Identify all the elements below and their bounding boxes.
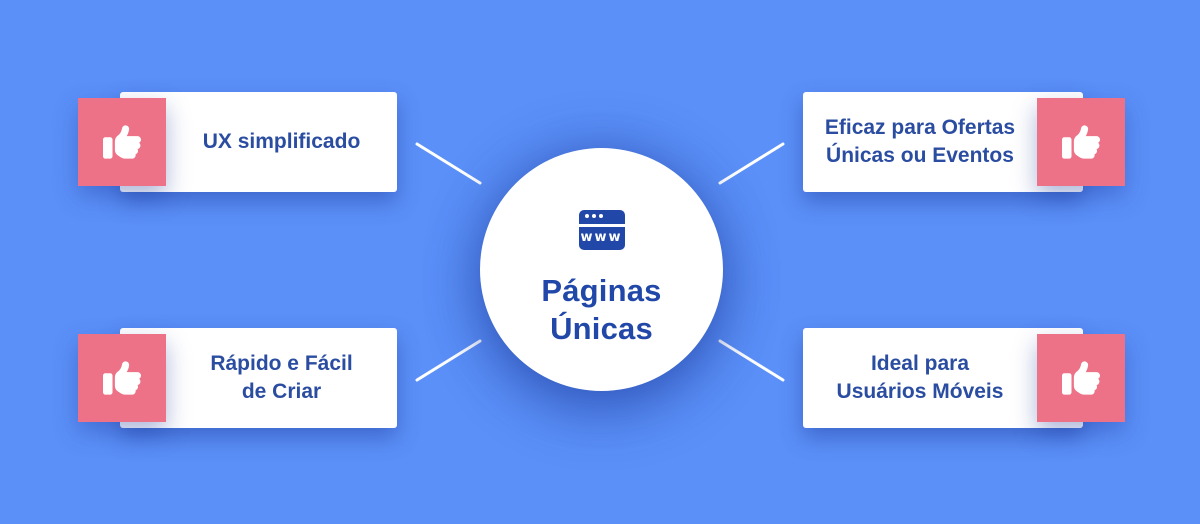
feature-card-top-left: UX simplificado bbox=[120, 92, 397, 192]
central-node-title: Páginas Únicas bbox=[541, 273, 662, 346]
browser-window-icon: www bbox=[578, 210, 625, 250]
thumbs-up-icon bbox=[103, 361, 141, 395]
feature-card-bottom-left: Rápido e Fácil de Criar bbox=[120, 328, 397, 428]
browser-dot bbox=[584, 214, 589, 218]
connector-line-top-right bbox=[718, 142, 785, 185]
thumbs-up-badge-bottom-right bbox=[1037, 334, 1125, 422]
browser-icon-divider bbox=[578, 224, 625, 227]
feature-card-top-right: Eficaz para Ofertas Únicas ou Eventos bbox=[803, 92, 1083, 192]
thumbs-up-badge-top-left bbox=[78, 98, 166, 186]
thumbs-up-icon bbox=[1062, 361, 1100, 395]
feature-card-label: UX simplificado bbox=[202, 130, 361, 153]
feature-card-label: Rápido e Fácil de Criar bbox=[210, 352, 353, 403]
feature-card-bottom-right: Ideal para Usuários Móveis bbox=[803, 328, 1083, 428]
thumbs-up-badge-bottom-left bbox=[78, 334, 166, 422]
connector-line-bottom-left bbox=[415, 339, 482, 382]
browser-icon-dots bbox=[579, 210, 625, 222]
feature-card-label: Ideal para Usuários Móveis bbox=[836, 352, 1004, 403]
feature-card-label: Eficaz para Ofertas Únicas ou Eventos bbox=[824, 116, 1016, 167]
browser-dot bbox=[598, 214, 603, 218]
thumbs-up-badge-top-right bbox=[1037, 98, 1125, 186]
central-node: www Páginas Únicas bbox=[480, 148, 723, 391]
browser-icon-www-label: www bbox=[580, 230, 623, 245]
thumbs-up-icon bbox=[103, 125, 141, 159]
connector-line-bottom-right bbox=[718, 339, 785, 382]
connector-line-top-left bbox=[415, 142, 482, 185]
thumbs-up-icon bbox=[1062, 125, 1100, 159]
browser-dot bbox=[591, 214, 596, 218]
